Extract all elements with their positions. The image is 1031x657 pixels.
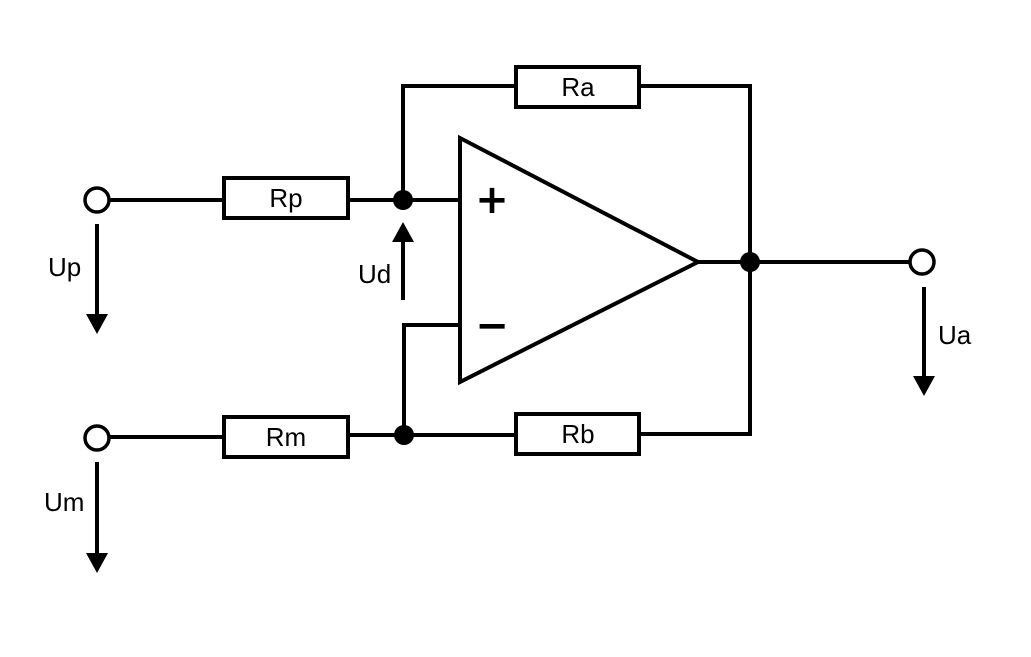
junction-plus-node bbox=[393, 190, 413, 210]
opamp-triangle bbox=[458, 134, 703, 386]
minus-sign: − bbox=[475, 303, 509, 349]
voltage-um-label: Um bbox=[44, 487, 84, 517]
voltage-up-label: Up bbox=[48, 252, 81, 282]
resistor-ra bbox=[514, 65, 641, 109]
terminal-up bbox=[83, 186, 111, 214]
arrow-ua bbox=[913, 287, 935, 396]
resistor-rb-label: Rb bbox=[561, 419, 594, 449]
resistor-rp bbox=[222, 176, 350, 220]
terminal-ua bbox=[908, 248, 936, 276]
junction-output-node bbox=[740, 252, 760, 272]
terminal-um bbox=[83, 424, 111, 452]
arrow-ud bbox=[392, 222, 414, 300]
resistor-ra-label: Ra bbox=[561, 72, 595, 102]
resistor-rb bbox=[514, 412, 641, 456]
arrow-um bbox=[86, 462, 108, 573]
resistor-rm bbox=[222, 415, 350, 459]
wire-ra-right bbox=[637, 84, 752, 436]
plus-sign: + bbox=[475, 177, 509, 223]
voltage-ud-label: Ud bbox=[358, 259, 391, 289]
wire-ra-left bbox=[401, 84, 518, 202]
resistor-rp-label: Rp bbox=[269, 183, 302, 213]
arrow-up bbox=[86, 224, 108, 334]
junction-minus-node bbox=[394, 425, 414, 445]
wire-minus-input bbox=[402, 323, 462, 437]
resistor-rm-label: Rm bbox=[266, 422, 306, 452]
wires bbox=[108, 84, 911, 439]
voltage-ua-label: Ua bbox=[938, 320, 972, 350]
